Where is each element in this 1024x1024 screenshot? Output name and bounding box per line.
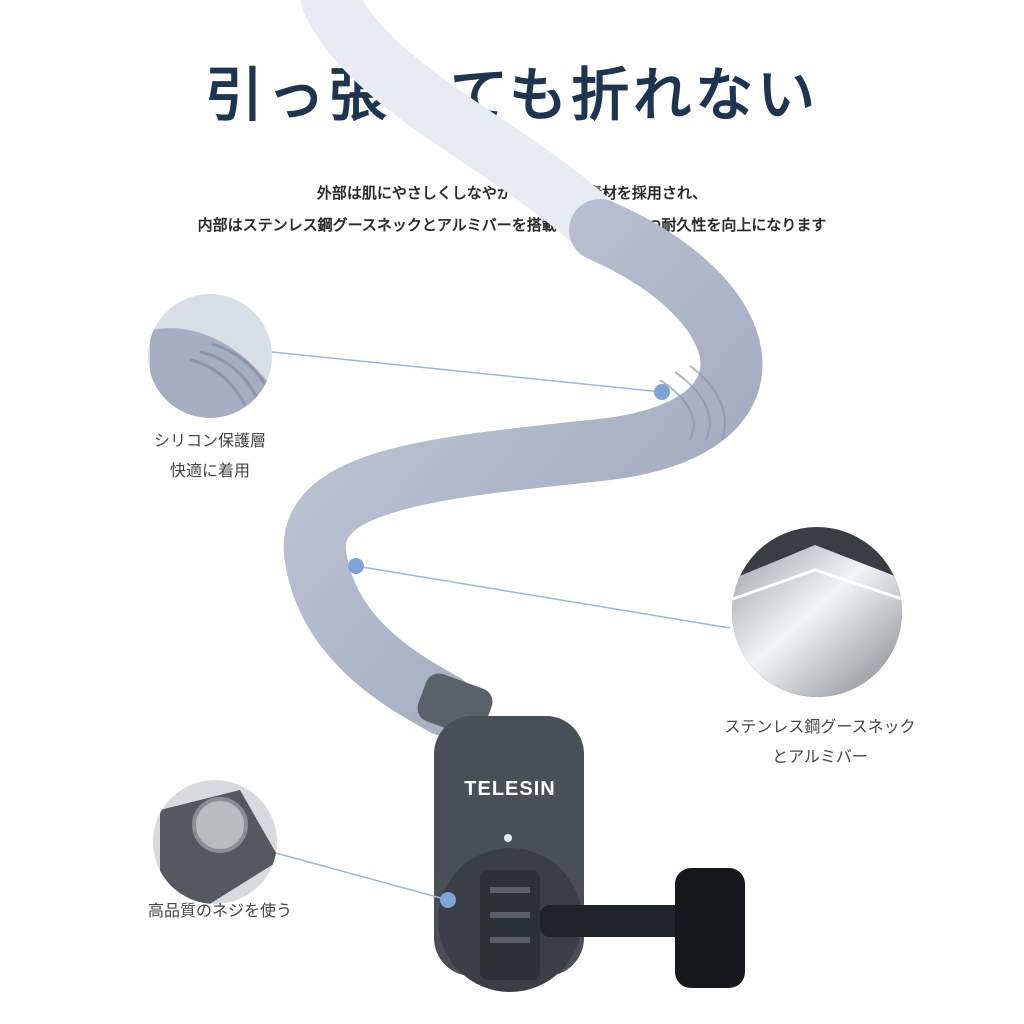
callout-silicone: シリコン保護層 快適に着用 [110, 426, 310, 486]
brand-logo: TELESIN [464, 778, 556, 800]
callout-dot-steel [348, 558, 364, 574]
description-line-2: 内部はステンレス鋼グースネックとアルミバーを搭載されて軽量かつ耐久性を向上になり… [197, 216, 827, 234]
silicone-neck-band [283, 199, 763, 736]
callout-dot-silicone [654, 384, 670, 400]
callout-steel-line-1: ステンレス鋼グースネック [724, 717, 916, 736]
thumb-screw-knob [675, 868, 745, 988]
thumb-screw-shaft [540, 905, 690, 937]
callout-steel-line-2: とアルミバー [772, 747, 868, 766]
callout-screw-line-1: 高品質のネジを使う [147, 901, 292, 920]
callout-dot-screw [440, 892, 456, 908]
headline: 引っ張っても折れない [204, 61, 820, 129]
screw-detail-inset [153, 780, 277, 904]
callout-screw: 高品質のネジを使う [100, 896, 340, 926]
callout-silicone-line-1: シリコン保護層 [153, 431, 266, 450]
steel-detail-inset [732, 527, 902, 697]
callout-steel: ステンレス鋼グースネック とアルミバー [680, 712, 960, 772]
callout-silicone-line-2: 快適に着用 [169, 461, 250, 480]
silicone-detail-inset [148, 294, 272, 418]
